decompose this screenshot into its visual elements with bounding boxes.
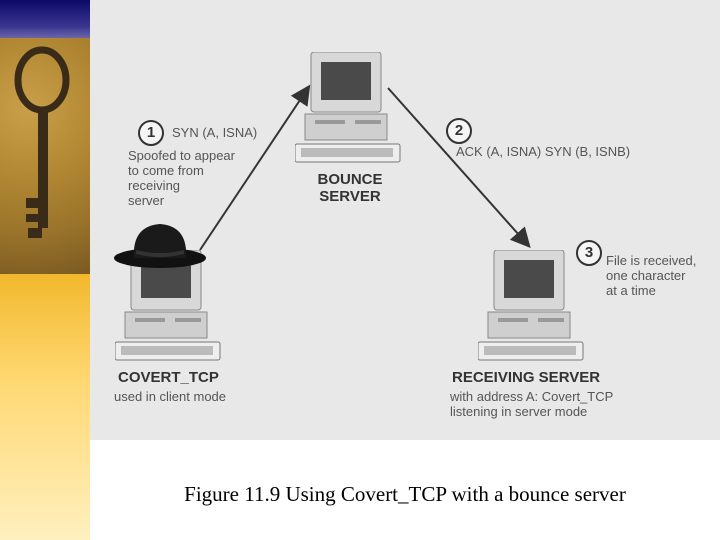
bounce-server-computer-icon bbox=[295, 52, 401, 163]
step-1-header: SYN (A, ISNA) bbox=[172, 125, 258, 140]
sidebar-decoration bbox=[0, 0, 90, 540]
network-diagram: BOUNCE SERVER COVERT_TCP used in client … bbox=[90, 0, 720, 440]
arrow-layer bbox=[199, 84, 531, 251]
step-3-number: 3 bbox=[576, 240, 602, 266]
receiving-server-computer-icon bbox=[478, 250, 584, 361]
fedora-hat-icon bbox=[114, 224, 206, 268]
receiving-server-title: RECEIVING SERVER bbox=[452, 369, 601, 386]
covert-title: COVERT_TCP bbox=[118, 369, 219, 386]
receiving-server-subtitle: with address A: Covert_TCP listening in … bbox=[450, 389, 614, 419]
slide-canvas: BOUNCE SERVER COVERT_TCP used in client … bbox=[90, 0, 720, 540]
step-2-number: 2 bbox=[446, 118, 472, 144]
figure-caption: Figure 11.9 Using Covert_TCP with a boun… bbox=[184, 482, 626, 506]
covert-subtitle: used in client mode bbox=[114, 389, 227, 404]
arrow-covert-to-bounce bbox=[199, 84, 311, 251]
bounce-server-title: BOUNCE SERVER bbox=[317, 171, 383, 205]
sidebar-bottom-band bbox=[0, 274, 90, 540]
key-photo bbox=[0, 38, 90, 274]
key-icon bbox=[14, 46, 70, 238]
arrow-bounce-to-receiving bbox=[387, 87, 531, 248]
step-1-number: 1 bbox=[138, 120, 164, 146]
step-3-detail: File is received, one character at a tim… bbox=[606, 253, 697, 298]
sidebar-top-band bbox=[0, 0, 90, 38]
step-2-header: ACK (A, ISNA) SYN (B, ISNB) bbox=[456, 144, 631, 159]
step-1-detail: Spoofed to appear to come from receiving… bbox=[128, 148, 235, 208]
